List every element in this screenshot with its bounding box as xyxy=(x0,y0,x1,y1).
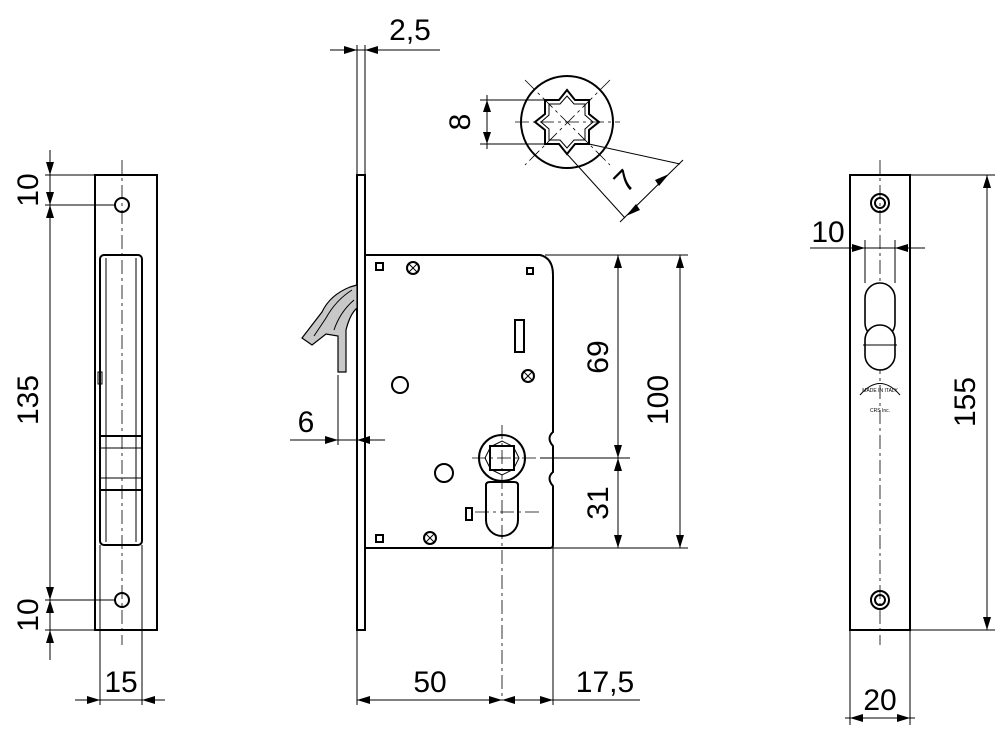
case-offset-label: 17,5 xyxy=(576,666,634,699)
spindle-alt-label: 7 xyxy=(608,164,643,199)
right-latch-slot xyxy=(863,282,897,371)
faceplate-thickness-dimension xyxy=(330,45,440,175)
right-height-label: 155 xyxy=(949,377,982,427)
left-latch-slot xyxy=(97,254,143,546)
left-height-label: 135 xyxy=(12,375,45,425)
right-spacing-label: 10 xyxy=(811,216,844,249)
case-rivet-top-left xyxy=(375,262,384,271)
case-vertical-dimensions xyxy=(540,254,688,549)
case-horizontal-dimensions xyxy=(356,548,640,705)
spindle-alt-dimension xyxy=(566,143,684,223)
right-spacing-dimension xyxy=(810,240,925,283)
right-stamp: MADE IN ITALY CRS Inc. xyxy=(859,383,901,414)
lock-case-outline xyxy=(365,254,554,549)
cylinder-pin xyxy=(465,507,473,521)
cylinder-profile xyxy=(485,481,519,537)
right-bottom-screw xyxy=(870,590,890,610)
left-vertical-dimensions xyxy=(45,150,115,660)
hook-latch xyxy=(301,284,358,373)
faceplate-thickness-label: 2,5 xyxy=(389,14,431,47)
left-faceplate-view: 10 135 10 15 xyxy=(12,150,165,705)
right-width-label: 20 xyxy=(863,684,896,717)
spindle-center-diag2 xyxy=(524,79,611,166)
stamp-line1: MADE IN ITALY xyxy=(862,388,898,394)
lower-height-label: 31 xyxy=(582,486,615,519)
right-top-screw xyxy=(870,193,890,213)
latch-projection-dimension xyxy=(290,375,385,445)
case-height-label: 100 xyxy=(642,375,675,425)
faceplate-edge xyxy=(356,174,366,631)
right-height-dimension xyxy=(910,174,995,631)
left-top-spacing-label: 10 xyxy=(12,173,45,206)
backset-label: 50 xyxy=(413,666,446,699)
left-bottom-spacing-label: 10 xyxy=(12,598,45,631)
case-rivet-top-right xyxy=(526,267,534,275)
right-faceplate-view: MADE IN ITALY CRS Inc. 10 155 xyxy=(810,160,995,725)
spindle-square-dimension xyxy=(480,95,545,149)
case-screw-bottom xyxy=(423,531,437,545)
upper-height-label: 69 xyxy=(582,340,615,373)
left-width-label: 15 xyxy=(104,666,137,699)
left-faceplate-outline xyxy=(94,174,158,631)
spindle-detail: 8 7 xyxy=(444,75,684,223)
lock-body-view: 2,5 6 69 31 100 xyxy=(290,14,688,705)
case-rivet-bottom-left xyxy=(375,534,384,543)
spindle-square-label: 8 xyxy=(444,114,477,131)
left-width-dimension xyxy=(75,545,165,705)
case-screw-middle xyxy=(521,369,535,383)
right-width-dimension xyxy=(845,630,915,725)
case-hole-upper xyxy=(391,376,409,394)
case-hole-lower xyxy=(434,463,454,483)
case-screw-top xyxy=(406,261,420,275)
latch-projection-label: 6 xyxy=(298,406,315,439)
case-slot xyxy=(514,319,525,353)
stamp-line2: CRS Inc. xyxy=(870,408,890,414)
